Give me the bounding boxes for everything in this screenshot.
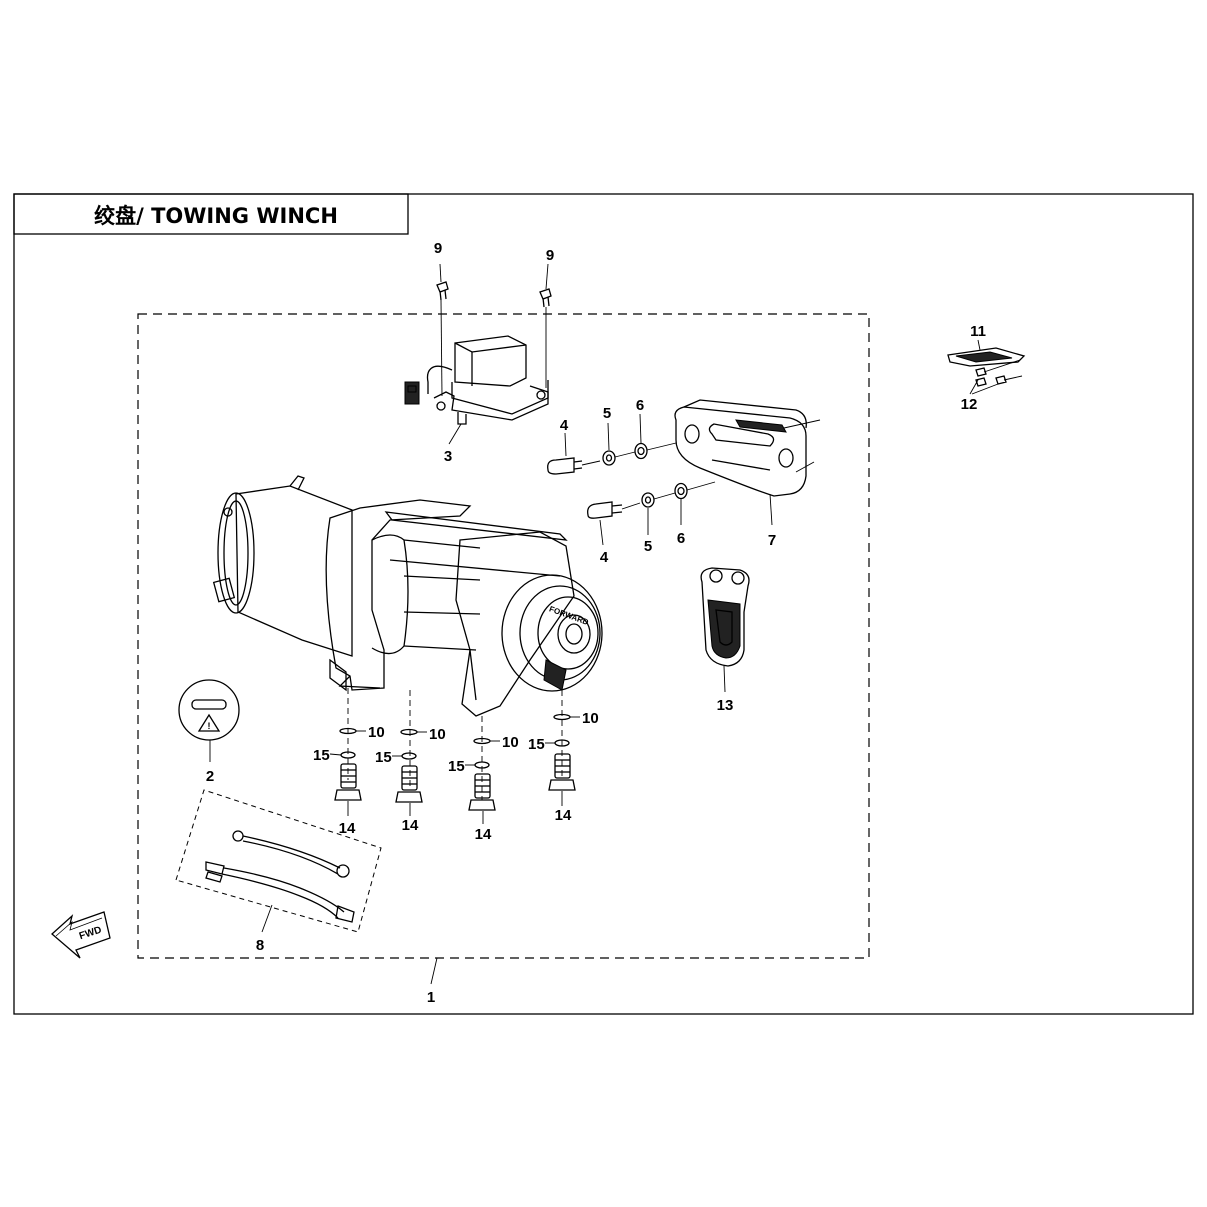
leader-7: [769, 493, 773, 526]
callout-14c: 14: [475, 826, 492, 843]
callout-13: 13: [717, 697, 734, 714]
battery-cables: [205, 830, 355, 923]
callout-10c: 10: [502, 734, 519, 751]
warning-decal: !: [178, 679, 240, 741]
assembly-boundary: [137, 313, 870, 959]
leader-11: [977, 339, 981, 351]
callout-1: 1: [427, 989, 435, 1006]
leader-9b: [545, 263, 549, 290]
leader-12: [969, 379, 979, 395]
page-title: 绞盘/ TOWING WINCH: [94, 204, 338, 228]
callout-15d: 15: [528, 736, 545, 753]
nuts-12: [975, 359, 1023, 387]
callout-10b: 10: [429, 726, 446, 743]
callout-5a: 5: [603, 405, 611, 422]
callout-14a: 14: [339, 820, 356, 837]
callout-4b: 4: [600, 549, 609, 566]
shackle-hook: [700, 567, 750, 667]
fastener-stack-1: [334, 688, 362, 801]
callout-9a: 9: [434, 240, 442, 257]
svg-text:!: !: [208, 721, 211, 731]
callout-2: 2: [206, 768, 214, 785]
callout-8: 8: [256, 937, 264, 954]
leader-3: [448, 423, 462, 445]
cable-set-boundary: [175, 789, 382, 933]
callout-6a: 6: [636, 397, 644, 414]
bolt-9-left: [436, 281, 449, 397]
callout-14b: 14: [402, 817, 419, 834]
washer-6-lower: [674, 482, 688, 500]
fastener-stack-4: [548, 690, 576, 791]
callout-9b: 9: [546, 247, 554, 264]
callout-15a: 15: [313, 747, 330, 764]
fwd-arrow-icon: FWD: [51, 911, 111, 959]
leader-6a: [639, 413, 642, 444]
leader-4b: [599, 519, 604, 546]
fastener-stack-3: [468, 716, 496, 811]
callout-5b: 5: [644, 538, 652, 555]
bolt-4-lower: [587, 501, 641, 519]
callout-11: 11: [970, 323, 986, 340]
leader-1: [430, 957, 438, 985]
callout-10d: 10: [582, 710, 599, 727]
washer-5-lower: [641, 492, 655, 508]
callout-14d: 14: [555, 807, 572, 824]
washer-6-upper: [634, 442, 648, 460]
callout-12: 12: [961, 396, 978, 413]
leader-9a: [439, 263, 442, 283]
callout-3: 3: [444, 448, 452, 465]
callout-10a: 10: [368, 724, 385, 741]
washer-5-upper: [602, 450, 616, 466]
callout-15c: 15: [448, 758, 465, 775]
winch-body: FORWARD: [212, 475, 603, 717]
control-box: [404, 335, 549, 425]
callout-7: 7: [768, 532, 776, 549]
bolt-4-upper: [547, 457, 601, 475]
callout-6b: 6: [677, 530, 685, 547]
bolt-9-right: [539, 288, 552, 388]
leader-8: [261, 904, 273, 933]
callout-15b: 15: [375, 749, 392, 766]
hawse-fairlead: [674, 399, 821, 497]
leader-5a: [607, 422, 610, 451]
callout-4a: 4: [560, 417, 569, 434]
bracket-11: [947, 347, 1026, 367]
leader-13: [723, 665, 726, 693]
leader-4a: [564, 432, 567, 457]
fastener-stack-2: [395, 690, 423, 803]
title-box: [13, 193, 409, 235]
outer-frame: [13, 193, 1194, 1015]
